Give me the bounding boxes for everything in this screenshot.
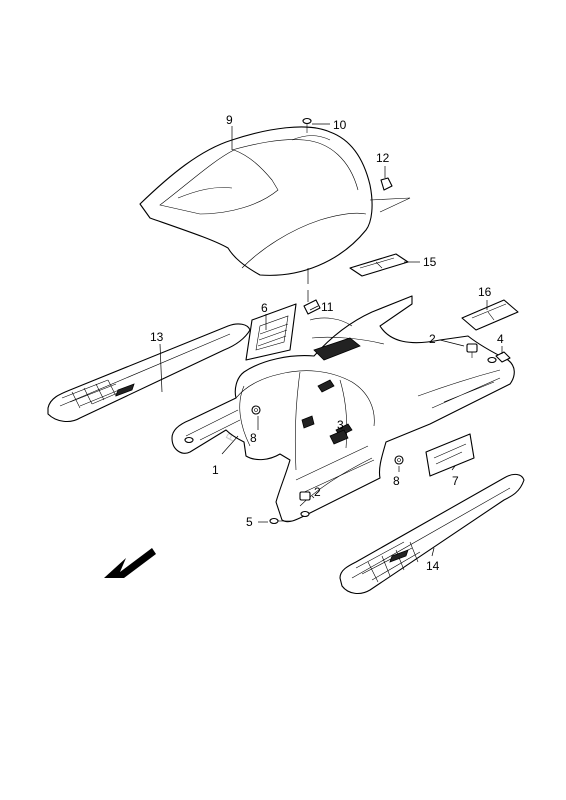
callout-11: 11: [321, 300, 334, 314]
front-direction-arrow-icon: [104, 548, 156, 578]
part-5-screw[interactable]: [269, 517, 292, 525]
part-16-cover[interactable]: [461, 299, 519, 331]
callout-14: 14: [426, 559, 440, 573]
callout-15: 15: [423, 255, 437, 269]
part-4-clip[interactable]: [495, 351, 511, 363]
callout-10: 10: [333, 118, 347, 132]
callout-labels: 9 10 12 15 16 13 6 11 2 4 3 8 1 8 7 2 5 …: [150, 113, 504, 573]
part-6-vent-panel[interactable]: [245, 303, 297, 361]
callout-3: 3: [337, 418, 344, 432]
part-14-footboard-mat-right[interactable]: [339, 473, 525, 595]
part-2-nut-lower[interactable]: [299, 491, 311, 501]
callout-8-right: 8: [393, 474, 400, 488]
part-9-rear-cowl[interactable]: [139, 126, 411, 276]
leader-lines: [159, 123, 503, 557]
callout-8-left: 8: [250, 431, 257, 445]
part-10-screw[interactable]: [302, 117, 312, 134]
part-11-clip[interactable]: [303, 299, 321, 315]
callout-6: 6: [261, 301, 268, 315]
part-8-rivet-left[interactable]: [251, 405, 261, 415]
callout-4: 4: [497, 332, 504, 346]
callout-5: 5: [246, 515, 253, 529]
part-12-clip[interactable]: [380, 177, 393, 191]
part-2-nut-upper[interactable]: [466, 343, 478, 358]
part-8-rivet-right[interactable]: [394, 455, 404, 465]
callout-1: 1: [212, 463, 219, 477]
callout-13: 13: [150, 330, 164, 344]
part-7-vent-panel[interactable]: [425, 433, 475, 477]
callout-2-lower: 2: [314, 485, 321, 499]
part-3-bracket[interactable]: [329, 429, 349, 445]
callout-9: 9: [226, 113, 233, 127]
callout-7: 7: [452, 474, 459, 488]
callout-2-upper: 2: [429, 332, 436, 346]
part-15-cover[interactable]: [349, 253, 409, 277]
callout-16: 16: [478, 285, 492, 299]
callout-12: 12: [376, 151, 390, 165]
part-1-floor-body[interactable]: [171, 295, 515, 523]
